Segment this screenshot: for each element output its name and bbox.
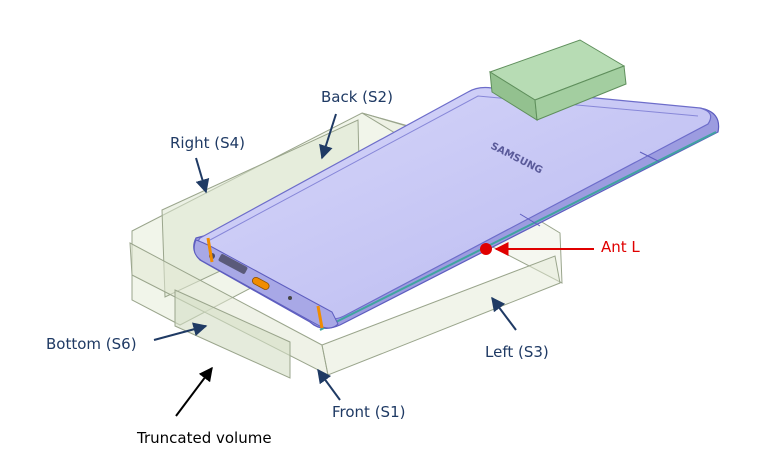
phone-bevel-line (209, 95, 699, 241)
label-left-s3: Left (S3) (485, 343, 549, 361)
phone-segment-line (519, 213, 541, 227)
label-back-s2: Back (S2) (321, 88, 393, 106)
arrow-front (317, 368, 341, 401)
ant-l-marker (480, 243, 492, 255)
usb-port (252, 276, 270, 290)
box-face-left-s3 (321, 255, 561, 376)
label-front-s1: Front (S1) (332, 403, 406, 421)
arrow-back (319, 113, 337, 160)
camera-box-side (534, 65, 627, 121)
box-face-bottom-s6 (174, 289, 291, 379)
arrow-left (491, 296, 517, 331)
speaker-grille (218, 254, 248, 274)
phone-base-line (319, 131, 717, 331)
label-ant-l: Ant L (601, 238, 640, 256)
arrow-bottom (153, 322, 208, 341)
arrow-truncated (175, 366, 213, 417)
arrow-right (195, 157, 210, 194)
mic-hole (288, 296, 292, 300)
phone-segment-line-2 (639, 151, 661, 163)
label-truncated-volume: Truncated volume (137, 429, 272, 447)
orange-accent-left (206, 237, 214, 263)
label-right-s4: Right (S4) (170, 134, 246, 152)
label-bottom-s6: Bottom (S6) (46, 335, 137, 353)
phone-device: SAMSUNG (193, 39, 720, 331)
orange-accent-right (316, 305, 324, 329)
